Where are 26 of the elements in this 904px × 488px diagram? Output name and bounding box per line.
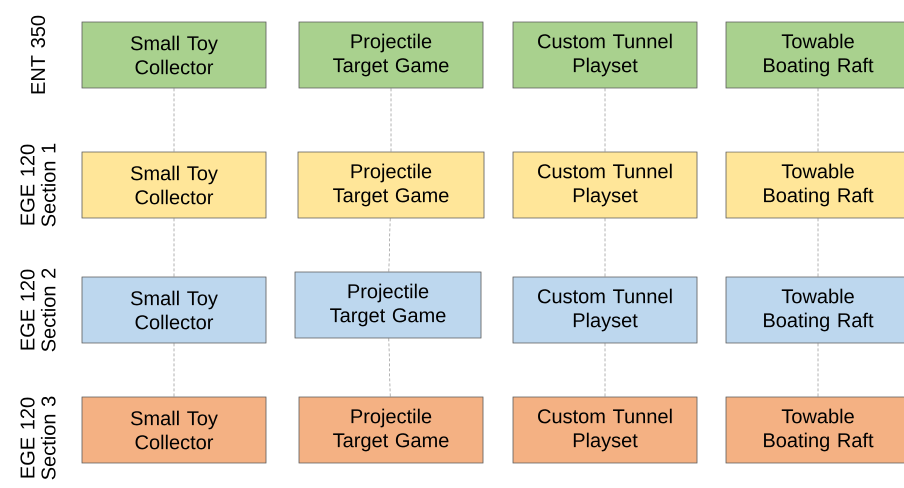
project-box: Custom Tunnel Playset [512,152,698,218]
row-label: EGE 120 Section 1 [20,144,56,226]
connector-line [604,218,606,277]
connector-line [604,343,606,397]
project-box: Custom Tunnel Playset [512,396,698,464]
project-box: Projectile Target Game [294,272,482,338]
connector-line [388,338,390,397]
project-box: Projectile Target Game [298,22,484,88]
project-box: Towable Boating Raft [726,396,904,464]
project-box: Projectile Target Game [298,396,484,464]
project-box: Small Toy Collector [82,276,266,344]
project-box: Small Toy Collector [82,152,266,218]
project-box: Custom Tunnel Playset [512,276,698,344]
connector-line [388,218,390,272]
project-box: Small Toy Collector [82,22,266,88]
connector-line [604,88,606,152]
project-box: Towable Boating Raft [726,22,904,88]
connector-line [390,88,392,152]
row-label: EGE 120 Section 3 [20,396,56,480]
project-box: Towable Boating Raft [726,276,904,344]
project-box: Towable Boating Raft [726,152,904,218]
project-box: Custom Tunnel Playset [512,22,698,88]
row-label: EGE 120 Section 2 [20,268,56,352]
project-box: Projectile Target Game [298,152,484,218]
row-label: ENT 350 [30,16,46,94]
project-box: Small Toy Collector [82,396,266,464]
